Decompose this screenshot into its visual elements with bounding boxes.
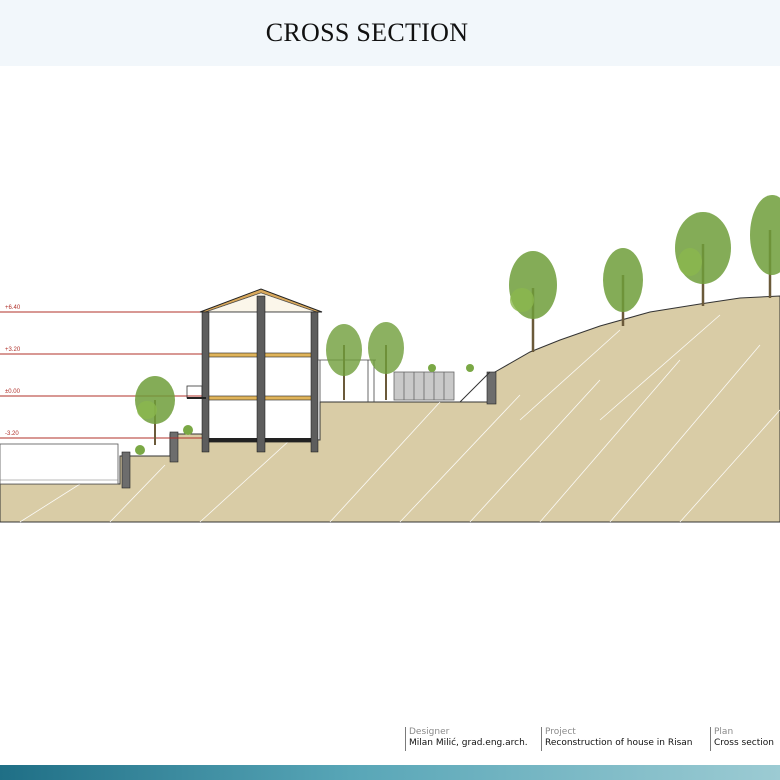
retaining-wall-2	[169, 431, 179, 463]
tree	[675, 212, 731, 306]
shrubs	[135, 364, 474, 455]
trees	[135, 195, 780, 455]
lower-platform	[0, 443, 119, 485]
plan-field: Plan Cross section	[710, 727, 774, 751]
plan-value: Cross section	[714, 738, 774, 748]
fence	[393, 371, 455, 401]
tree	[750, 195, 780, 298]
tree	[135, 376, 175, 445]
footer-bar	[0, 765, 780, 780]
level-label: ±0.00	[5, 389, 21, 395]
level-lines	[0, 311, 206, 439]
designer-label: Designer	[409, 727, 450, 737]
project-value: Reconstruction of house in Risan	[545, 738, 693, 748]
level-label: +3.20	[5, 347, 21, 353]
project-label: Project	[545, 727, 576, 737]
house-section	[186, 288, 323, 453]
tree	[368, 322, 404, 400]
terrain-hatch	[19, 314, 780, 523]
retaining-wall-1	[121, 451, 131, 489]
designer-field: Designer Milan Milić, grad.eng.arch.	[405, 727, 528, 751]
level-label: -3.20	[5, 431, 19, 437]
header-band	[0, 0, 780, 66]
retaining-wall-3	[486, 371, 497, 405]
level-label: +6.40	[5, 305, 21, 311]
tree	[326, 324, 362, 400]
project-field: Project Reconstruction of house in Risan	[541, 727, 692, 751]
page-title: CROSS SECTION	[265, 18, 469, 47]
tree	[603, 248, 643, 326]
tree	[509, 251, 557, 352]
plan-label: Plan	[714, 727, 734, 737]
designer-value: Milan Milić, grad.eng.arch.	[409, 738, 528, 748]
stairs	[459, 371, 491, 403]
